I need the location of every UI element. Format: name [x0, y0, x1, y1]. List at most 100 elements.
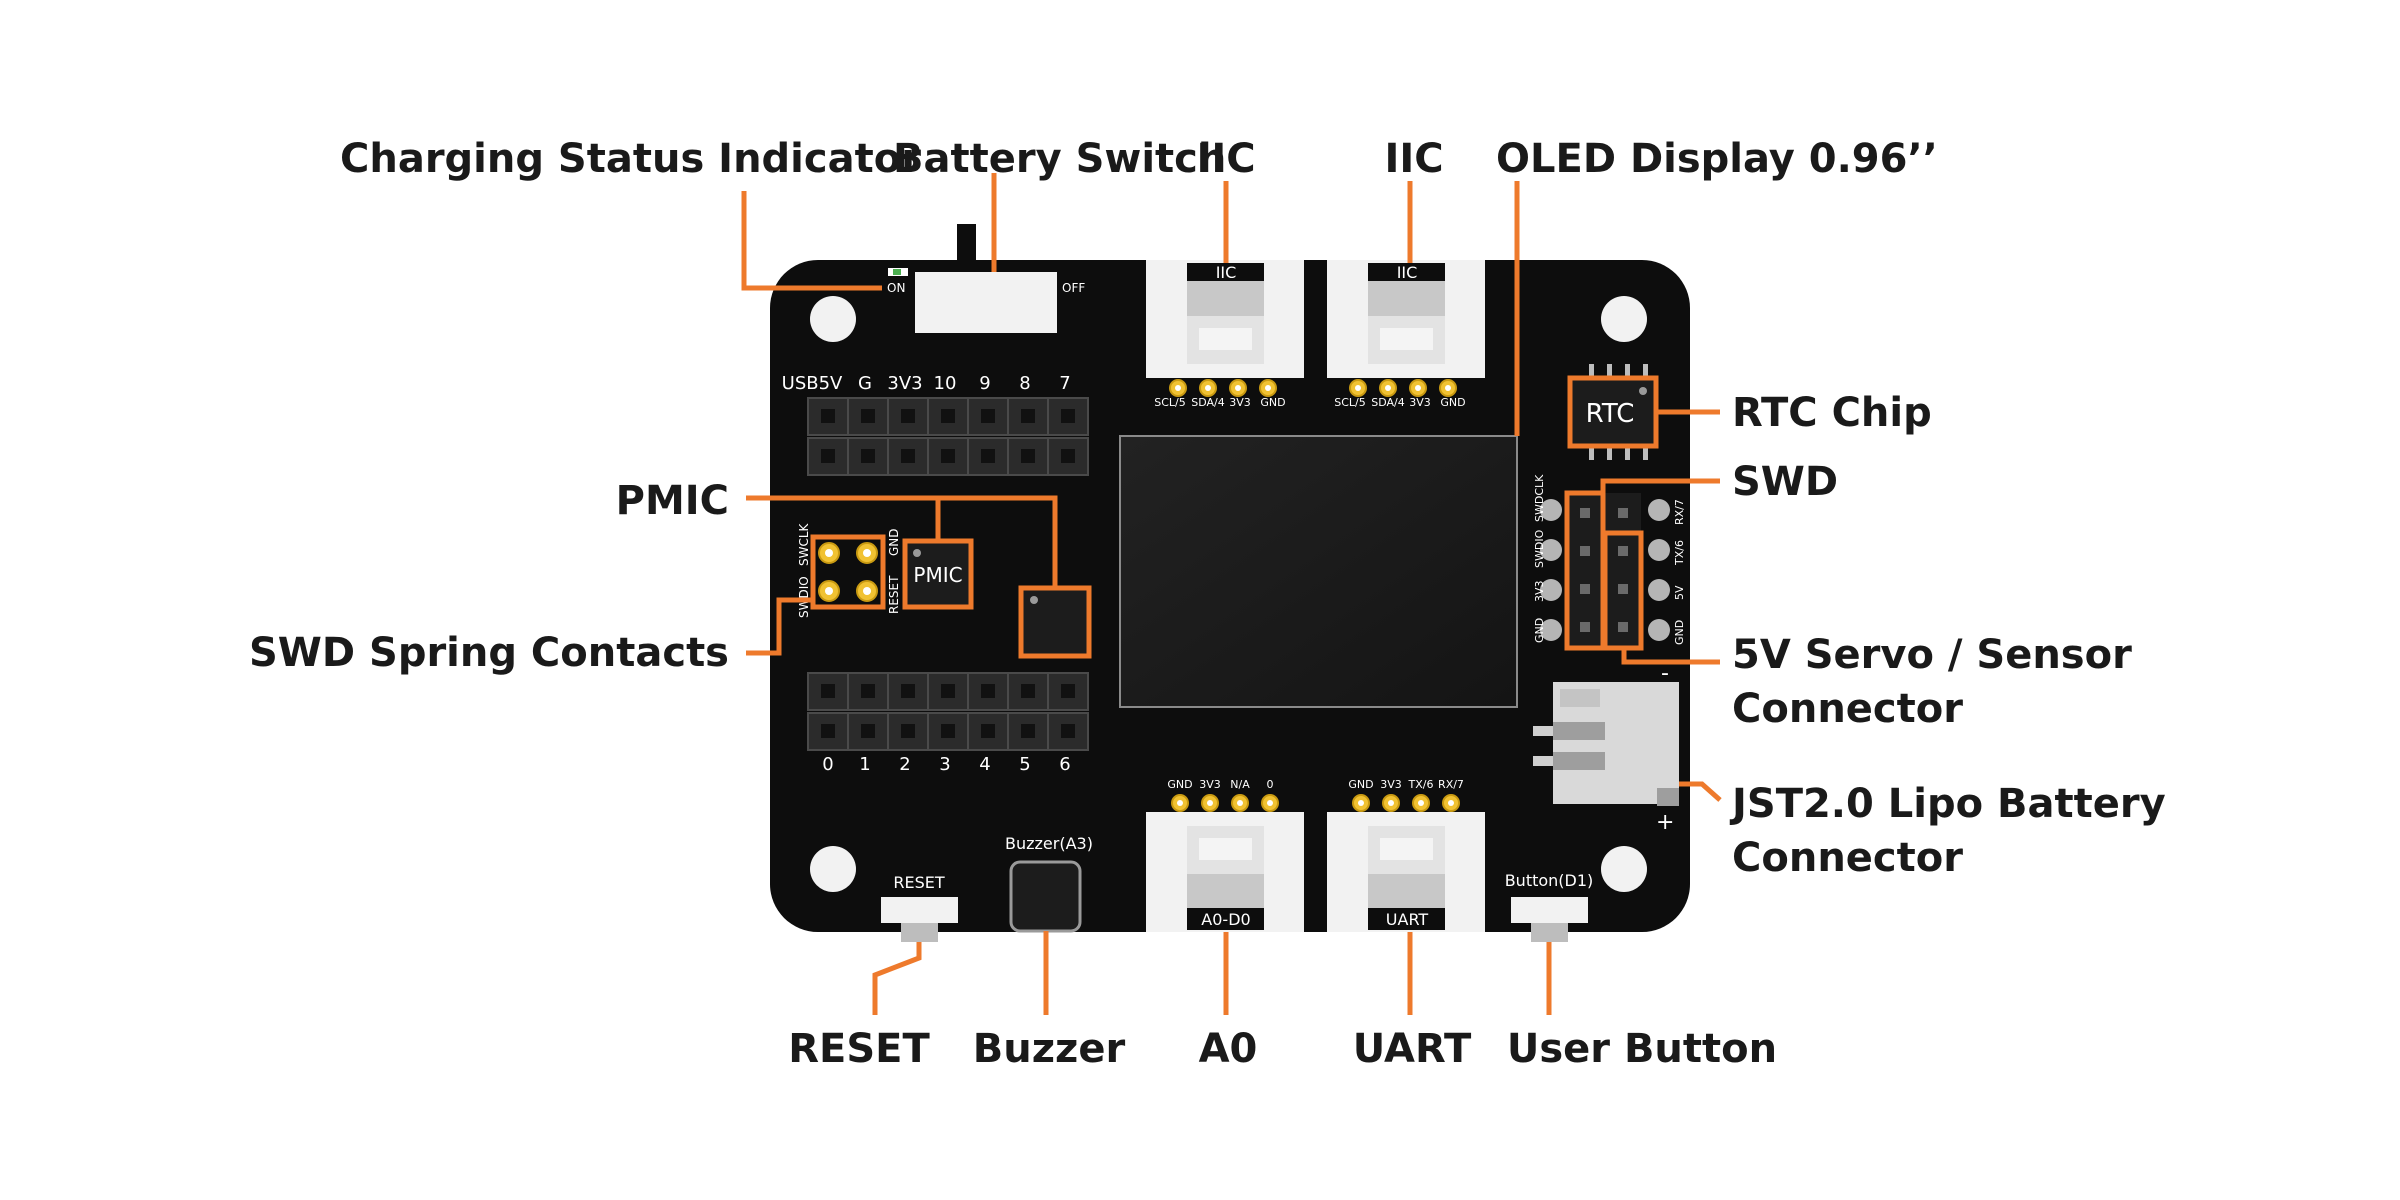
header-label-0: 0 — [822, 754, 833, 775]
battery-switch[interactable] — [915, 224, 1057, 333]
uart-pin-tx: TX/6 — [1408, 778, 1434, 791]
oled-display — [1119, 435, 1518, 708]
spring-label-gnd: GND — [887, 528, 901, 556]
iic-right-pin-sda: SDA/4 — [1371, 396, 1405, 409]
mounting-hole-top-left — [810, 296, 856, 342]
rtc-chip-label: RTC — [1586, 399, 1635, 429]
header-label-6: 6 — [1059, 754, 1070, 775]
swd-pin-gnd: GND — [1533, 618, 1546, 643]
header-label-7: 7 — [1059, 373, 1070, 394]
uart-connector-label: UART — [1386, 910, 1429, 929]
callout-jst-connector-line2: Connector — [1732, 835, 1963, 881]
battery-plus-label: + — [1656, 810, 1674, 835]
swd-right-pin-labels: RX/7 TX/6 5V GND — [1673, 499, 1686, 645]
swd-left-pin-labels: SWDCLK SWDIO 3V3 GND — [1533, 474, 1546, 643]
a0-pin-0: 0 — [1267, 778, 1274, 791]
reset-button[interactable] — [881, 897, 958, 942]
callout-rtc-chip: RTC Chip — [1732, 390, 1932, 436]
swd-side-pads — [1540, 499, 1670, 641]
callout-buzzer: Buzzer — [973, 1026, 1126, 1072]
uart-pin-labels: GND 3V3 TX/6 RX/7 — [1348, 778, 1464, 791]
iic-right-pads — [1349, 379, 1457, 397]
switch-on-label: ON — [887, 281, 905, 295]
callout-swd: SWD — [1732, 459, 1838, 505]
swd-spring-contacts — [810, 534, 886, 610]
pin-header-top — [807, 397, 1089, 476]
callout-battery-switch: Battery Switch — [893, 136, 1226, 182]
iic-left-pin-gnd: GND — [1260, 396, 1285, 409]
pmic-chip-label: PMIC — [913, 563, 962, 587]
spring-label-reset: RESET — [887, 575, 901, 614]
callout-servo-connector-line1: 5V Servo / Sensor — [1732, 632, 2132, 678]
iic-left-pin-3v3: 3V3 — [1229, 396, 1251, 409]
iic-right-pin-gnd: GND — [1440, 396, 1465, 409]
callout-iic-left: IIC — [1196, 136, 1255, 182]
callout-oled-display: OLED Display 0.96’’ — [1496, 136, 1938, 182]
iic-connector-left — [1146, 260, 1304, 378]
callout-iic-right: IIC — [1384, 136, 1443, 182]
uart-pin-gnd: GND — [1348, 778, 1373, 791]
header-label-5: 5 — [1019, 754, 1030, 775]
leader-lines — [741, 173, 1722, 1015]
iic-left-connector-label: IIC — [1216, 263, 1237, 282]
callout-servo-connector-line2: Connector — [1732, 686, 1963, 732]
power-ic-chip — [1018, 585, 1092, 659]
servo-pin-rx: RX/7 — [1673, 499, 1686, 525]
header-label-usb5v: USB5V — [782, 373, 843, 394]
callout-charging-status: Charging Status Indicator — [340, 136, 921, 182]
iic-left-pin-labels: SCL/5 SDA/4 3V3 GND — [1154, 396, 1285, 409]
mounting-hole-top-right — [1601, 296, 1647, 342]
pmic-chip — [902, 538, 974, 610]
a0-pin-labels: GND 3V3 N/A 0 — [1167, 778, 1273, 791]
header-label-2: 2 — [899, 754, 910, 775]
charging-status-led — [888, 268, 908, 276]
callout-reset: RESET — [788, 1026, 930, 1072]
header-label-4: 4 — [979, 754, 990, 775]
uart-connector — [1327, 812, 1485, 932]
header-label-3: 3 — [939, 754, 950, 775]
callout-jst-connector-line1: JST2.0 Lipo Battery — [1729, 781, 2166, 827]
uart-pin-3v3: 3V3 — [1380, 778, 1402, 791]
spring-label-swclk: SWCLK — [797, 522, 811, 566]
user-button[interactable] — [1511, 897, 1588, 942]
callout-user-button: User Button — [1507, 1026, 1777, 1072]
a0-pin-gnd: GND — [1167, 778, 1192, 791]
iic-connector-right — [1327, 260, 1485, 378]
buzzer-silk-label: Buzzer(A3) — [1005, 834, 1093, 853]
uart-pads — [1352, 794, 1460, 812]
reset-silk-label: RESET — [893, 873, 944, 892]
iic-right-connector-label: IIC — [1397, 263, 1418, 282]
pin-header-bottom — [807, 672, 1089, 751]
swd-pin-swdclk: SWDCLK — [1533, 474, 1546, 522]
a0-connector — [1146, 812, 1304, 932]
servo-pin-5v: 5V — [1673, 585, 1686, 600]
swd-header — [1564, 490, 1644, 651]
servo-pin-tx: TX/6 — [1673, 540, 1686, 566]
spring-label-swdio: SWDIO — [797, 576, 811, 618]
battery-minus-label: - — [1661, 661, 1669, 686]
iic-left-pin-sda: SDA/4 — [1191, 396, 1225, 409]
header-top-labels: USB5V G 3V3 10 9 8 7 — [782, 373, 1071, 394]
mounting-hole-bottom-left — [810, 846, 856, 892]
iic-right-pin-labels: SCL/5 SDA/4 3V3 GND — [1334, 396, 1465, 409]
user-button-silk-label: Button(D1) — [1505, 871, 1594, 890]
header-label-10: 10 — [934, 373, 957, 394]
jst-battery-connector — [1533, 682, 1679, 806]
callout-pmic: PMIC — [616, 478, 729, 524]
header-label-9: 9 — [979, 373, 990, 394]
header-label-3v3: 3V3 — [887, 373, 922, 394]
header-bottom-labels: 0 1 2 3 4 5 6 — [822, 754, 1070, 775]
callout-a0: A0 — [1199, 1026, 1258, 1072]
iic-left-pin-scl: SCL/5 — [1154, 396, 1186, 409]
callout-uart: UART — [1353, 1026, 1472, 1072]
iic-right-pin-scl: SCL/5 — [1334, 396, 1366, 409]
swd-pin-swdio: SWDIO — [1533, 529, 1546, 568]
a0-pin-3v3: 3V3 — [1199, 778, 1221, 791]
header-label-1: 1 — [859, 754, 870, 775]
swd-pin-3v3: 3V3 — [1533, 580, 1546, 602]
iic-right-pin-3v3: 3V3 — [1409, 396, 1431, 409]
a0-pin-na: N/A — [1230, 778, 1250, 791]
switch-off-label: OFF — [1062, 281, 1085, 295]
callout-swd-spring-contacts: SWD Spring Contacts — [249, 630, 729, 676]
